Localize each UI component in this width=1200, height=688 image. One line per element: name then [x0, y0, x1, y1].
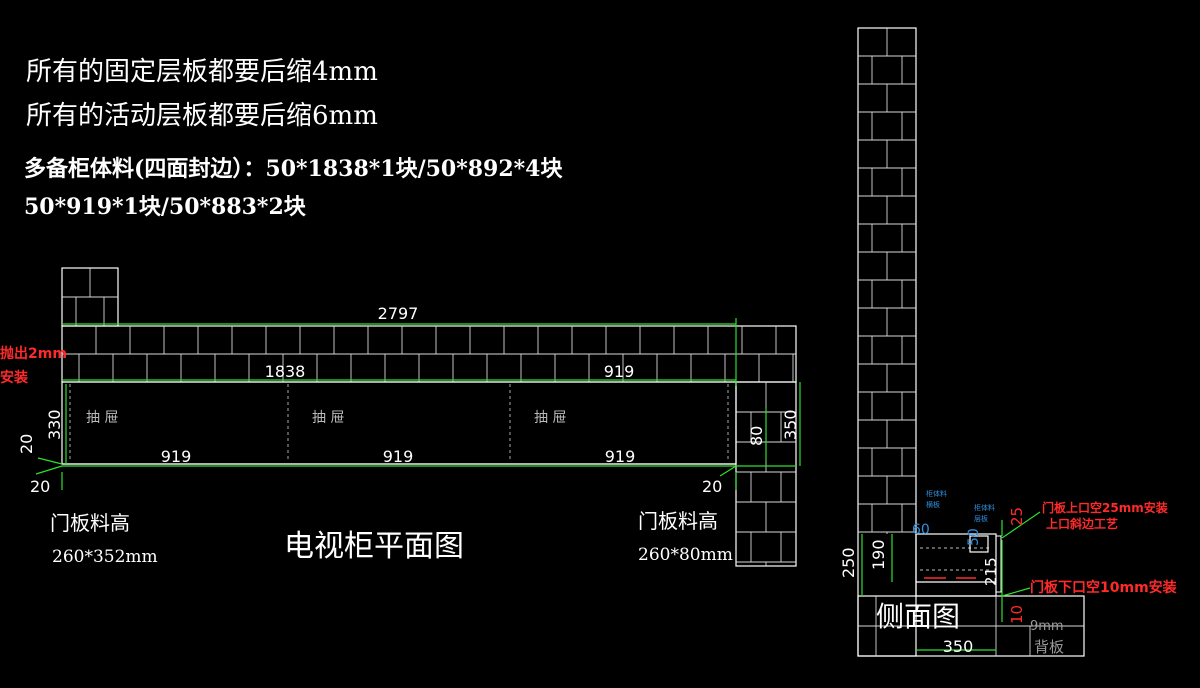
note-door-bottom: 门板下口空10mm安装: [1030, 579, 1178, 596]
plan-top-block-bricks: [62, 268, 118, 326]
plan-title: 电视柜平面图: [284, 529, 464, 564]
drawer-label-2: 抽 屉: [312, 410, 344, 426]
dim-drawer-1: 919: [161, 447, 192, 466]
side-title: 侧面图: [876, 600, 960, 633]
plan-view: 抽 屉 抽 屉 抽 屉 2797 1838 919 919 919 919 33…: [0, 267, 801, 567]
small-label-4: 层板: [974, 514, 988, 523]
dim-80: 80: [747, 426, 766, 446]
dim-350-plan: 350: [781, 409, 800, 440]
side-view: 250 190 60 50 25 215 10 350 柜体料 横板 柜体料 层…: [839, 27, 1178, 657]
side-door-panel: [995, 535, 1002, 593]
dim-330: 330: [45, 409, 64, 440]
door-right-title: 门板料高: [638, 509, 718, 533]
back-thickness: 9mm: [1030, 619, 1064, 634]
small-label-1: 柜体料: [926, 489, 947, 498]
dim-20-bottom-left: 20: [30, 477, 50, 496]
note-line-3: 多备柜体料(四面封边）：50*1838*1块/50*892*4块: [24, 156, 563, 182]
door-left-title: 门板料高: [50, 511, 130, 535]
dim-20-left: 20: [17, 434, 36, 454]
drawer-label-1: 抽 屉: [86, 410, 118, 426]
left-note-2: 安装: [0, 369, 29, 386]
dim-250: 250: [839, 547, 858, 578]
dim-919-top: 919: [604, 362, 635, 381]
dim-drawer-2: 919: [383, 447, 414, 466]
small-label-3: 柜体料: [974, 503, 995, 512]
dim-total-2797: 2797: [378, 304, 419, 323]
note-door-top-2: 上口斜边工艺: [1046, 516, 1118, 531]
dim-10: 10: [1008, 605, 1026, 624]
left-note-1: 抛出2mm: [0, 345, 67, 362]
dim-25: 25: [1008, 507, 1026, 526]
dim-inner-1838: 1838: [265, 362, 306, 381]
dim-drawer-3: 919: [605, 447, 636, 466]
dim-350-side: 350: [943, 637, 974, 656]
dim-60: 60: [912, 522, 930, 538]
dim-215: 215: [982, 557, 1000, 586]
dim-20-bottom-right: 20: [702, 477, 722, 496]
note-door-top-1: 门板上口空25mm安装: [1042, 500, 1168, 515]
door-right-size: 260*80mm: [638, 545, 733, 565]
note-line-2: 所有的活动层板都要后缩6mm: [26, 101, 378, 131]
dim-50: 50: [966, 528, 982, 546]
small-label-2: 横板: [926, 500, 940, 509]
note-line-1: 所有的固定层板都要后缩4mm: [26, 57, 378, 87]
back-label: 背板: [1034, 638, 1064, 656]
note-line-4: 50*919*1块/50*883*2块: [24, 194, 307, 220]
drawer-label-3: 抽 屉: [534, 410, 566, 426]
plan-wall-bricks: [62, 326, 796, 382]
door-left-size: 260*352mm: [52, 547, 158, 567]
dim-190: 190: [869, 539, 888, 570]
side-wall-bricks: [858, 28, 916, 534]
